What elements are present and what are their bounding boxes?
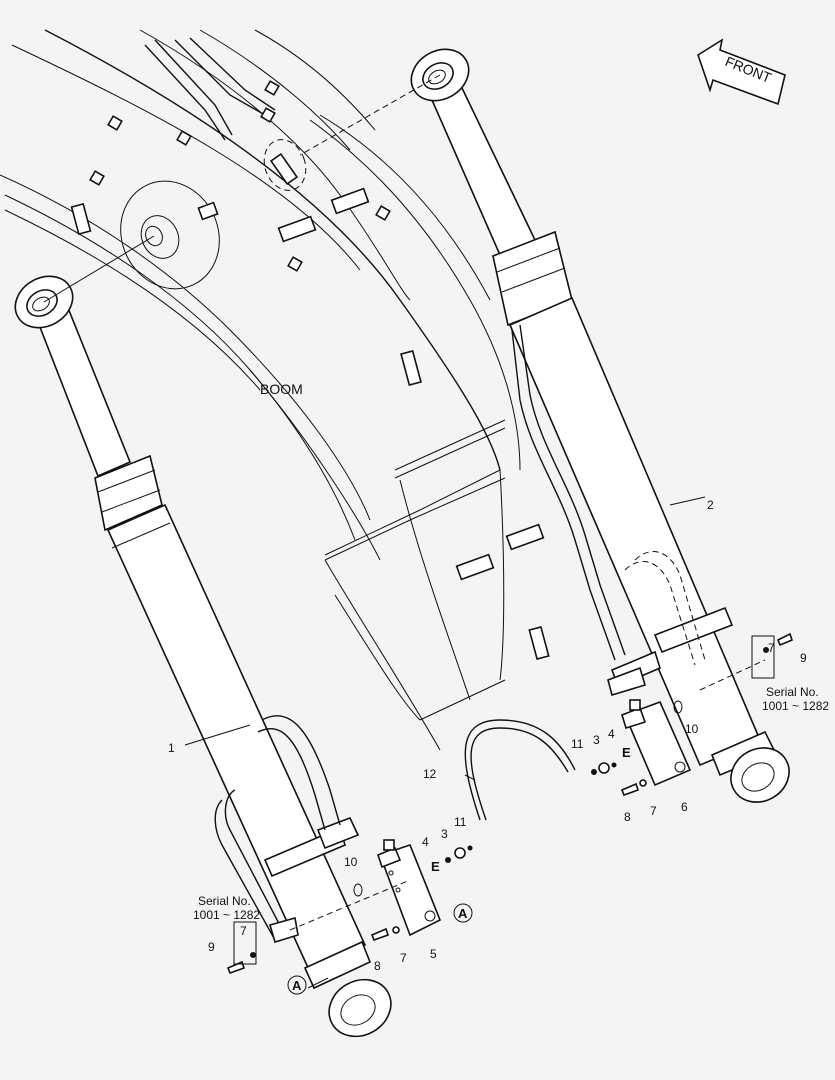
marker-a-left (287, 975, 307, 995)
front-arrow: FRONT (697, 38, 786, 106)
box-7-right (751, 635, 775, 679)
callout-4-left: 4 (422, 835, 429, 849)
marker-a-right-label: A (458, 906, 468, 921)
callout-7-left-box: 7 (240, 924, 247, 938)
callout-7-right: 7 (650, 804, 657, 818)
callout-4-right: 4 (608, 727, 615, 741)
callout-9-right: 9 (800, 651, 807, 665)
boom-label: BOOM (260, 381, 303, 397)
boom-structure (0, 29, 550, 751)
callout-5: 5 (430, 947, 437, 961)
serial-left-line1: Serial No. (198, 894, 251, 908)
callout-7-left: 7 (400, 951, 407, 965)
fittings (226, 632, 793, 975)
right-boom-cylinder (410, 48, 790, 803)
serial-right-line2: 1001 ~ 1282 (762, 699, 829, 713)
callout-11-left: 11 (454, 815, 467, 829)
serial-left-line2: 1001 ~ 1282 (193, 908, 260, 922)
callout-7-right-box: 7 (768, 641, 775, 655)
callout-10-right: 10 (685, 722, 699, 736)
callout-2: 2 (707, 498, 714, 512)
callout-10-left: 10 (344, 855, 358, 869)
leader-lines (43, 74, 766, 989)
valve-left (377, 839, 442, 937)
callout-8-left: 8 (374, 959, 381, 973)
callout-9-left: 9 (208, 940, 215, 954)
hose-12 (464, 719, 576, 821)
callout-6: 6 (681, 800, 688, 814)
box-7-left (233, 921, 257, 965)
callout-8-right: 8 (624, 810, 631, 824)
callout-11-right: 11 (571, 737, 584, 751)
serial-right-line1: Serial No. (766, 685, 819, 699)
callout-1: 1 (168, 741, 175, 755)
callout-3-right: 3 (593, 733, 600, 747)
marker-a-left-label: A (292, 978, 302, 993)
marker-a-right (453, 903, 473, 923)
left-boom-cylinder (14, 275, 392, 1038)
callout-12: 12 (423, 767, 437, 781)
marker-e-left: E (431, 859, 440, 874)
callout-3-left: 3 (441, 827, 448, 841)
valve-right (621, 699, 692, 787)
marker-e-right: E (622, 745, 631, 760)
